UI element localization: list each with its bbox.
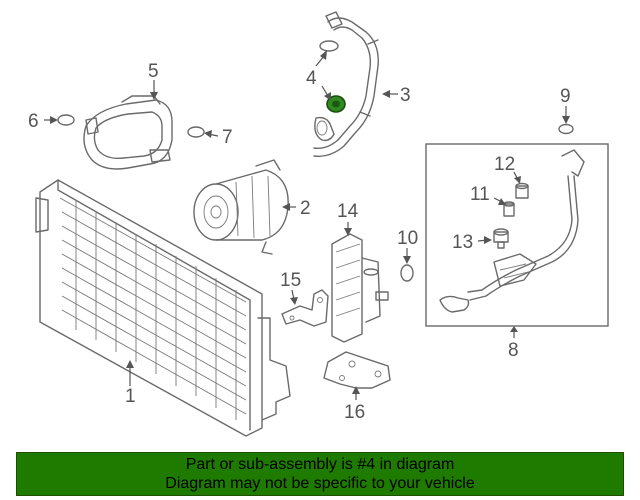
part-11-valve [503,201,515,217]
part-14-drier [331,233,389,343]
callout-7: 7 [222,127,233,148]
callout-9: 9 [560,86,571,107]
part-5-hose [83,95,173,170]
callout-11: 11 [470,184,490,205]
part-12-cap [515,182,529,199]
part-15-bracket [281,289,329,327]
callout-1: 1 [125,386,136,407]
part-7-o-ring [187,126,205,138]
callout-2: 2 [300,198,311,219]
part-1-condenser [35,179,291,437]
callout-5: 5 [148,61,159,82]
callout-13: 13 [452,232,473,253]
part-6-o-ring [57,114,75,126]
part-13-switch [493,228,509,249]
banner-line-1: Part or sub-assembly is #4 in diagram [185,456,455,473]
callout-6: 6 [28,111,39,132]
callout-14: 14 [337,201,359,222]
parts-diagram: 1 2 3 4 5 6 7 8 9 10 11 12 13 14 15 16 [28,11,609,437]
callout-15: 15 [280,270,301,291]
part-9-o-ring [558,123,574,135]
leader-lines [44,50,570,400]
callout-16: 16 [344,402,365,423]
callout-12: 12 [494,154,515,175]
part-4-o-ring [319,40,346,113]
callout-3: 3 [400,85,411,106]
info-banner: Part or sub-assembly is #4 in diagram Di… [16,452,624,496]
callout-4: 4 [306,68,317,89]
callout-labels: 1 2 3 4 5 6 7 8 9 10 11 12 13 14 15 16 [28,61,571,423]
part-2-compressor [193,159,289,255]
part-10-o-ring [400,264,414,282]
part-3-hose [313,11,379,157]
callout-8: 8 [508,340,519,361]
part-8-assembly-box [425,143,609,327]
part-16-bracket [323,351,391,389]
banner-line-2: Diagram may not be specific to your vehi… [165,475,475,492]
callout-10: 10 [397,228,418,249]
